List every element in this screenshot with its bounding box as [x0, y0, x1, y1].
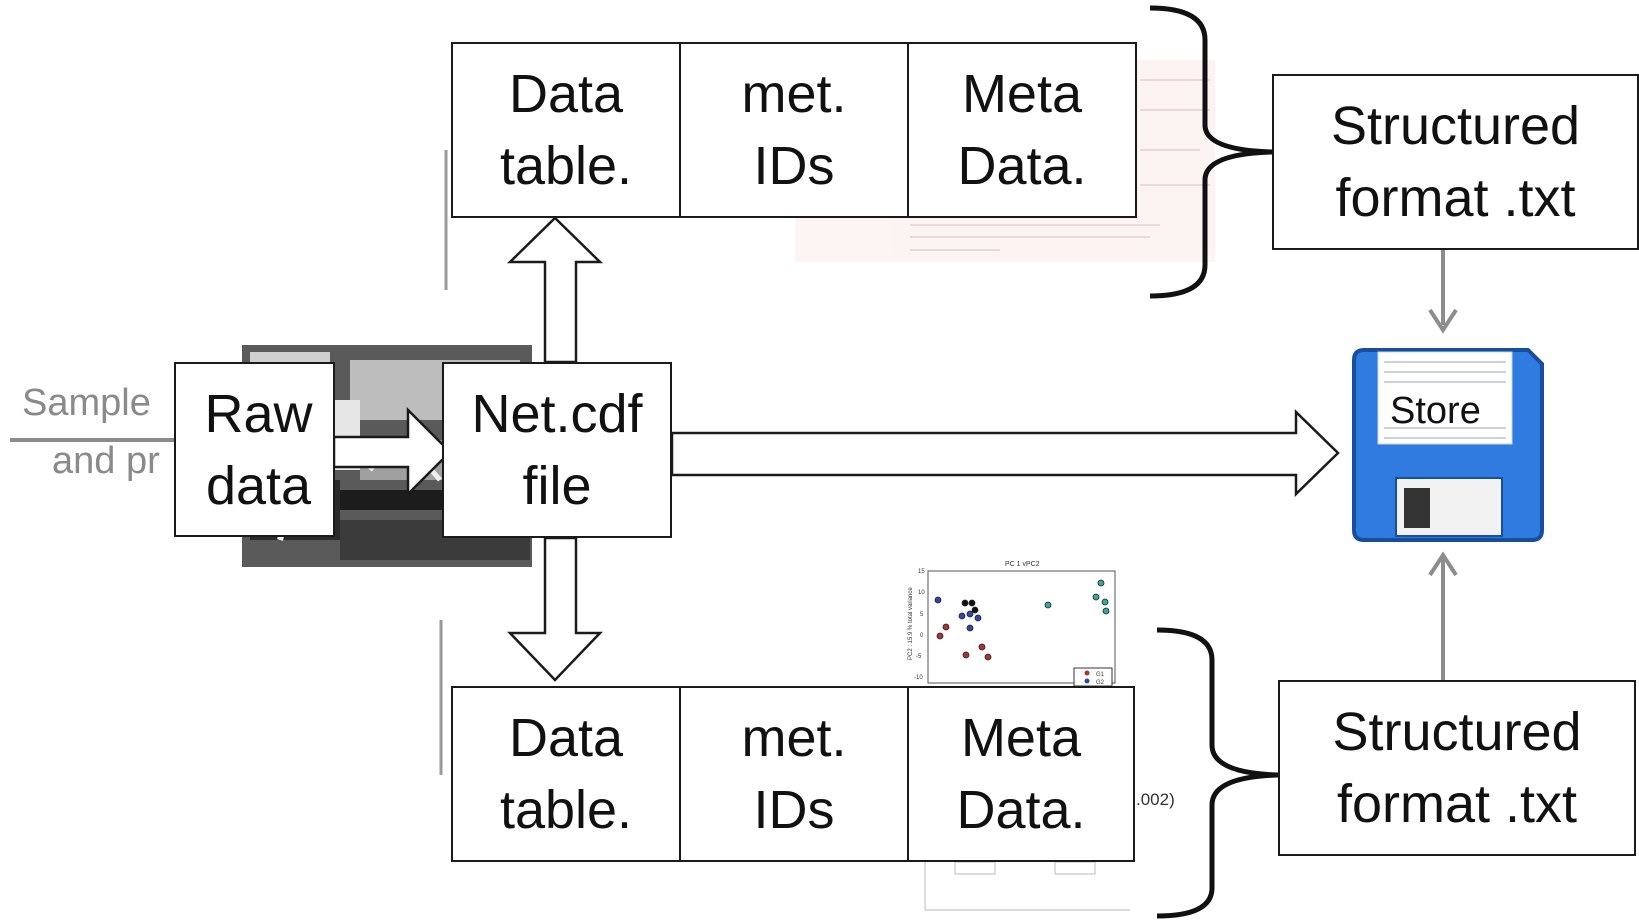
top-table: Data table. met. IDs Meta Data.	[451, 42, 1137, 218]
svg-text:10: 10	[918, 590, 925, 596]
svg-text:G1: G1	[1096, 672, 1105, 678]
raw-data-box: Raw data	[174, 362, 335, 537]
arrow-bottom-structured-to-store	[1428, 551, 1458, 680]
top-structured-format-box: Structured format .txt	[1272, 74, 1639, 250]
top-meta-data-cell: Meta Data.	[957, 64, 1087, 196]
netcdf-box: Net.cdf file	[442, 362, 672, 538]
arrow-netcdf-to-bottom	[507, 536, 603, 682]
svg-text:-10: -10	[914, 675, 923, 681]
netcdf-label: Net.cdf file	[471, 384, 643, 516]
arrow-top-structured-to-store	[1428, 250, 1458, 334]
bottom-structured-format-label: Structured format .txt	[1332, 702, 1582, 834]
top-structured-format-label: Structured format .txt	[1330, 96, 1581, 228]
top-met-ids-cell: met. IDs	[681, 44, 909, 216]
top-data-table-cell: Data table.	[453, 44, 681, 216]
arrow-raw-to-netcdf	[332, 406, 452, 498]
pca-thumbnail: PC 1 vPC2 15 10 5 0 -5 -10 PC2 : 15.9 % tota…	[908, 561, 1116, 687]
arrow-netcdf-to-top	[506, 216, 604, 364]
svg-text:PC 1 vPC2: PC 1 vPC2	[1005, 561, 1040, 568]
bottom-table: Data table. met. IDs Meta Data.	[451, 686, 1135, 862]
raw-data-label: Raw data	[204, 383, 313, 516]
store-label: Store	[1390, 390, 1481, 432]
svg-text:PC2 : 15.9 % total variance: PC2 : 15.9 % total variance	[908, 587, 914, 660]
bottom-structured-format-box: Structured format .txt	[1278, 680, 1636, 856]
svg-text:5: 5	[920, 612, 924, 618]
arrow-netcdf-to-store	[670, 409, 1340, 497]
faded-boxplot-thumbnail	[924, 860, 1130, 911]
bottom-meta-data-cell: Meta Data.	[956, 708, 1086, 840]
bottom-met-ids-cell: met. IDs	[681, 688, 909, 860]
brace-top	[1149, 5, 1273, 299]
sample-text: Sample	[22, 382, 151, 424]
floppy-disk-icon	[1352, 348, 1544, 542]
svg-text:0: 0	[920, 633, 924, 639]
svg-text:15: 15	[918, 569, 925, 575]
bottom-data-table-cell: Data table.	[453, 688, 681, 860]
brace-bottom	[1156, 627, 1279, 919]
svg-text:-5: -5	[916, 654, 922, 660]
and-text: and pr	[52, 440, 160, 482]
svg-text:G2: G2	[1096, 680, 1105, 686]
fragment-text: .002)	[1136, 790, 1175, 809]
